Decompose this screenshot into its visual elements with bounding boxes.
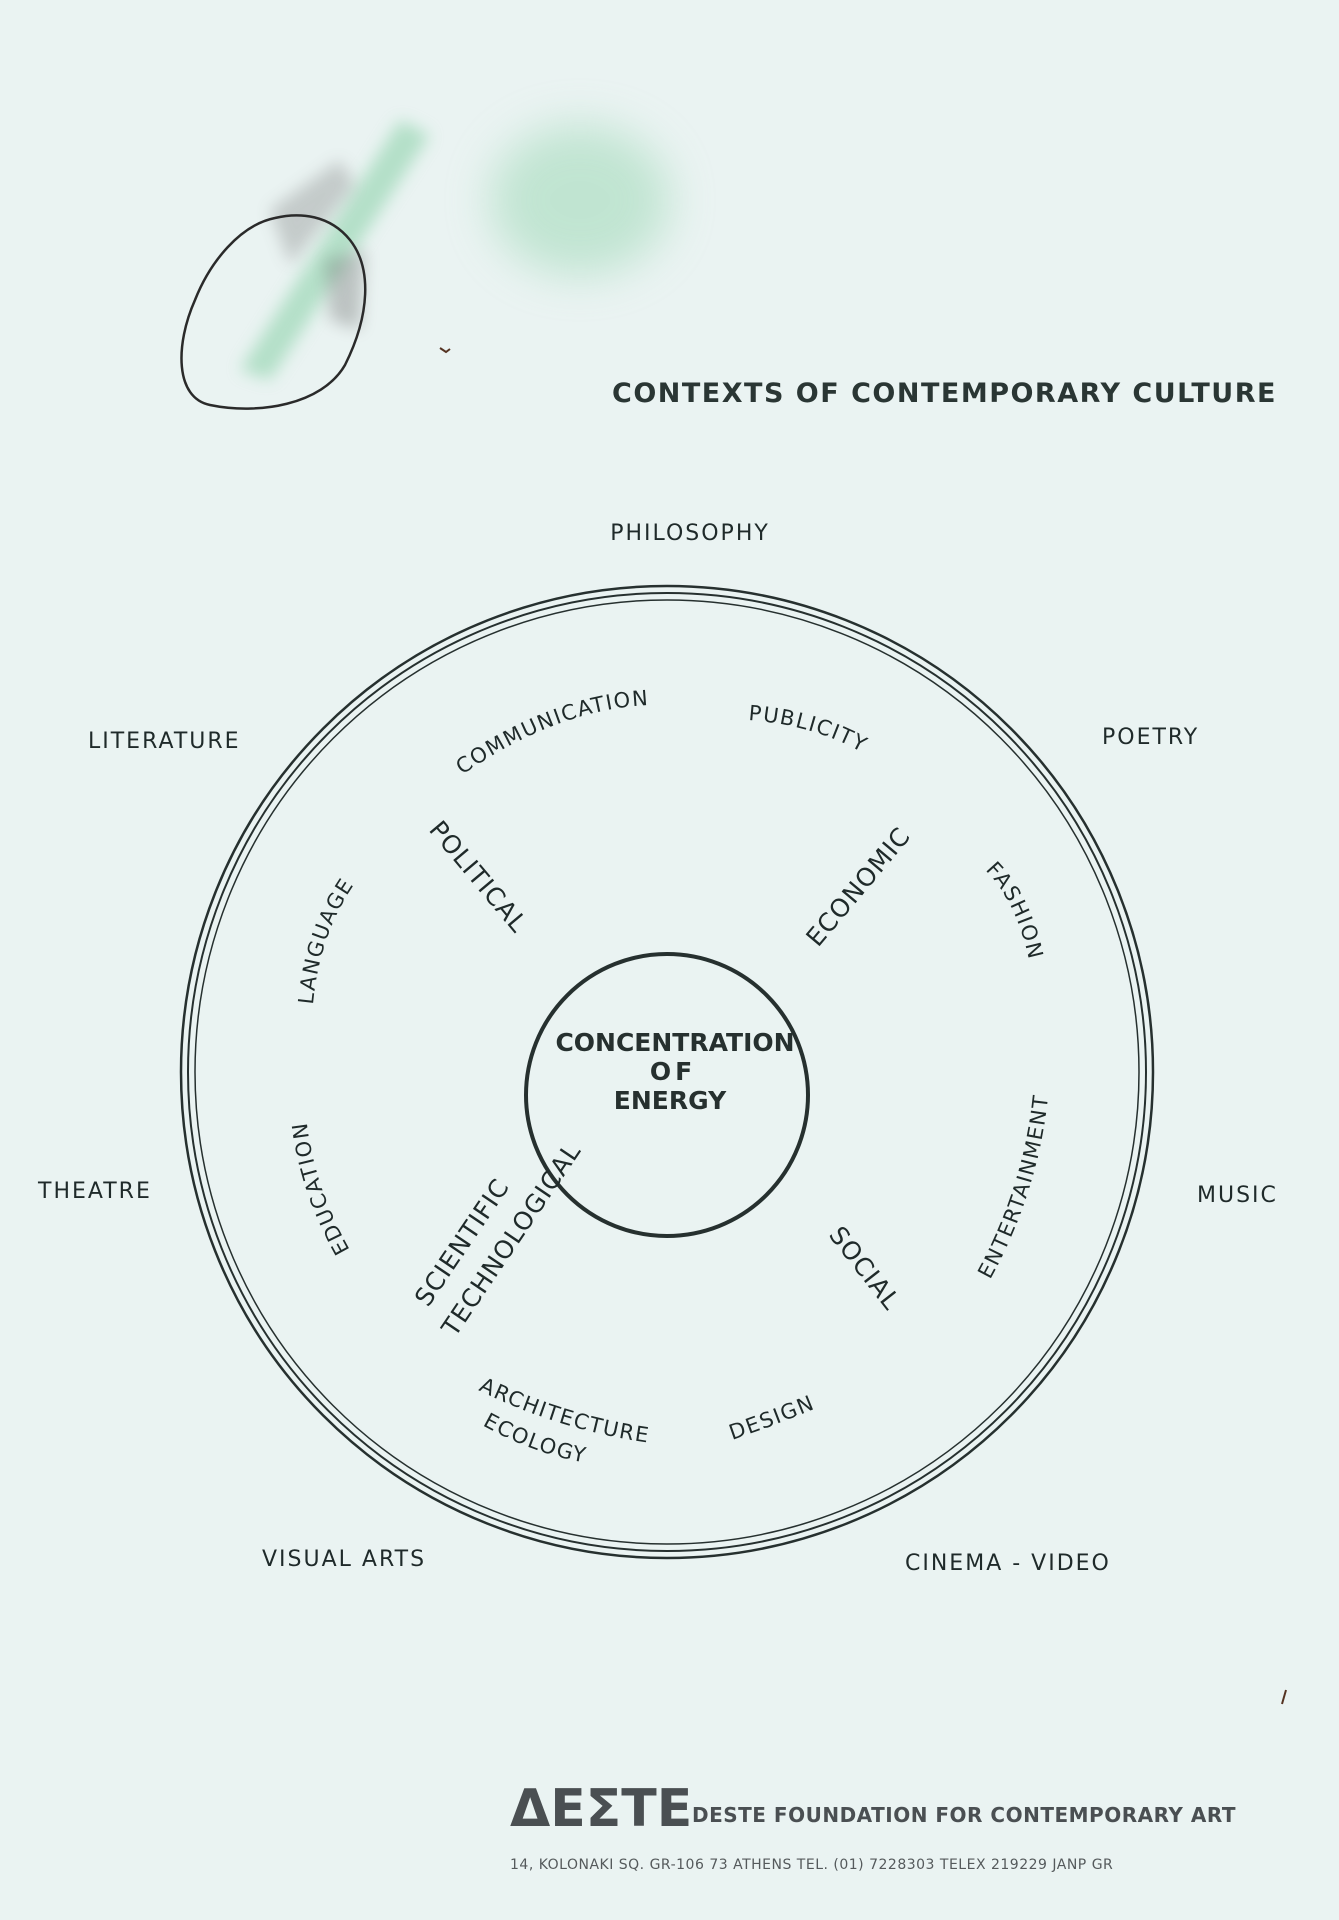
- center-line-2: OF: [650, 1057, 696, 1086]
- deste-logo: ΔΕΣΤΕ: [510, 1779, 692, 1839]
- foundation-address: 14, KOLONAKI SQ. GR-106 73 ATHENS TEL. (…: [510, 1857, 1113, 1873]
- label-literature: LITERATURE: [88, 729, 241, 754]
- label-design-path: DESIGN: [726, 1391, 817, 1445]
- sector-political: POLITICAL: [423, 815, 533, 938]
- center-circle: [524, 952, 810, 1238]
- stray-mark: [1281, 1689, 1287, 1705]
- label-education: EDUCATION: [288, 1120, 355, 1259]
- label-language-path: LANGUAGE: [294, 873, 357, 1005]
- label-music: MUSIC: [1197, 1183, 1278, 1208]
- label-fashion-path: FASHION: [981, 857, 1046, 962]
- label-fashion: FASHION: [981, 857, 1047, 962]
- label-communication: COMMUNICATION: [451, 686, 650, 779]
- sector-economic: ECONOMIC: [800, 822, 916, 952]
- sketch-illustration: [180, 120, 670, 410]
- label-communication-path: COMMUNICATION: [451, 686, 648, 779]
- pencil-mark: [439, 347, 451, 354]
- pencil-shading-2: [325, 250, 365, 330]
- pencil-shading: [270, 160, 355, 265]
- center-line-3: ENERGY: [614, 1086, 727, 1115]
- label-visual-arts: VISUAL ARTS: [262, 1547, 426, 1572]
- label-poetry: POETRY: [1102, 725, 1199, 750]
- label-publicity: PUBLICITY: [748, 701, 872, 757]
- label-language: LANGUAGE: [294, 873, 359, 1005]
- outer-ring-3: [194, 599, 1140, 1545]
- center-line-1: CONCENTRATION: [555, 1028, 794, 1057]
- label-education-path: EDUCATION: [288, 1120, 353, 1259]
- page-title: CONTEXTS OF CONTEMPORARY CULTURE: [612, 378, 1277, 409]
- label-cinema-video: CINEMA - VIDEO: [905, 1551, 1111, 1576]
- label-entertainment-path: ENTERTAINMENT: [973, 1093, 1051, 1282]
- stone-outline: [180, 214, 367, 410]
- label-entertainment: ENTERTAINMENT: [973, 1093, 1053, 1282]
- sector-social: SOCIAL: [823, 1221, 906, 1316]
- outer-ring-1: [179, 584, 1155, 1560]
- outer-ring-2: [187, 592, 1147, 1552]
- green-smudge: [490, 125, 670, 275]
- foundation-name: DESTE FOUNDATION FOR CONTEMPORARY ART: [692, 1803, 1236, 1827]
- label-philosophy: PHILOSOPHY: [610, 521, 770, 546]
- outer-rings: [179, 584, 1155, 1560]
- label-theatre: THEATRE: [37, 1179, 152, 1204]
- green-stroke: [240, 120, 430, 380]
- label-publicity-path: PUBLICITY: [748, 701, 871, 757]
- label-design: DESIGN: [726, 1391, 818, 1445]
